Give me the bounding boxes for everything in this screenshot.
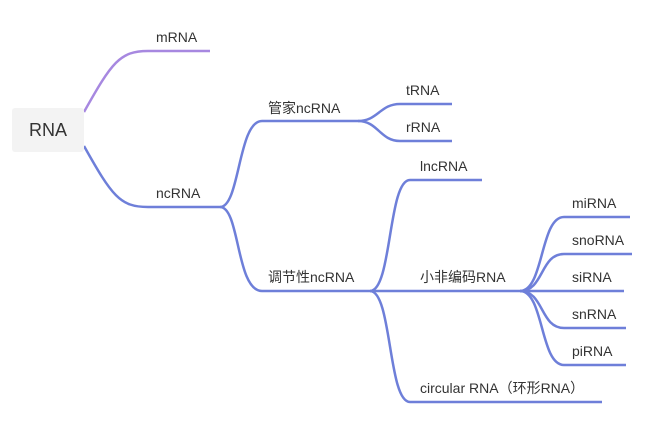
node-trna[interactable]: tRNA: [406, 82, 440, 98]
node-circular-rna[interactable]: circular RNA（环形RNA）: [420, 380, 585, 396]
node-rrna[interactable]: rRNA: [406, 119, 441, 135]
node-ncrna[interactable]: ncRNA: [156, 185, 201, 201]
node-lncrna[interactable]: lncRNA: [420, 158, 468, 174]
node-mrna[interactable]: mRNA: [156, 29, 198, 45]
node-regulatory-ncrna[interactable]: 调节性ncRNA: [268, 269, 355, 285]
root-node-label: RNA: [28, 119, 67, 140]
connector-root-ncrna: [82, 145, 220, 209]
root-node[interactable]: RNA: [12, 108, 84, 152]
node-snrna[interactable]: snRNA: [572, 306, 617, 322]
node-housekeeping-ncrna[interactable]: 管家ncRNA: [268, 100, 341, 116]
node-pirna[interactable]: piRNA: [572, 343, 613, 359]
connector-regulatory-lncrna: [369, 178, 482, 293]
connector-ncrna-regulatory: [219, 205, 370, 293]
connector-small-snorna: [519, 252, 632, 293]
connector-regulatory-circular: [369, 289, 602, 404]
node-mirna[interactable]: miRNA: [572, 195, 617, 211]
node-snorna[interactable]: snoRNA: [572, 232, 625, 248]
connector-housekeeping-rrna: [357, 119, 452, 143]
connector-root-mrna: [82, 49, 210, 113]
node-small-noncoding-rna[interactable]: 小非编码RNA: [420, 269, 506, 285]
connector-ncrna-housekeeping: [219, 119, 358, 209]
connector-small-mirna: [519, 215, 630, 293]
node-sirna[interactable]: siRNA: [572, 269, 612, 285]
connector-small-pirna: [519, 289, 626, 367]
